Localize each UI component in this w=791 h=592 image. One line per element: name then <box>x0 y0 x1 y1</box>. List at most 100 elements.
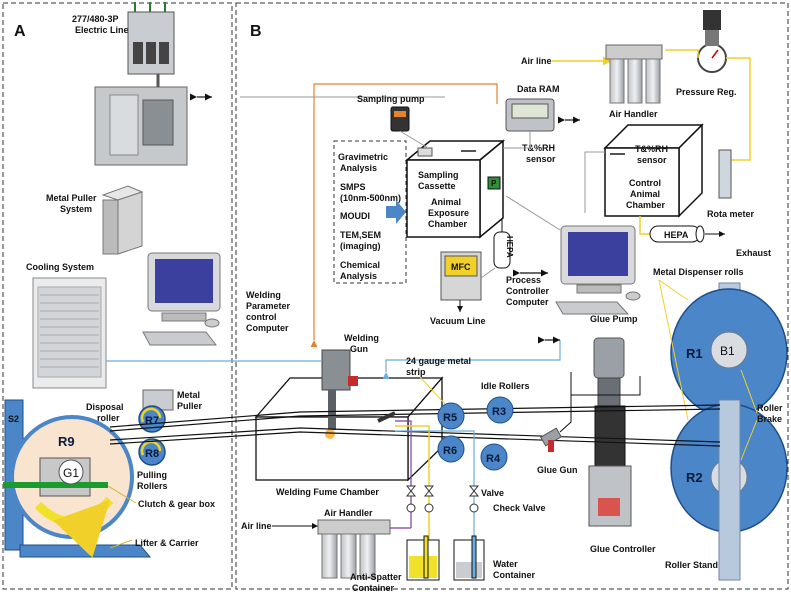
computer-a <box>142 252 221 346</box>
roller-r8: R8 <box>138 438 166 466</box>
valve-2 <box>423 485 435 497</box>
strip-pointer <box>419 376 446 405</box>
smps-label-2: (10nm-500nm) <box>340 193 401 203</box>
air-handler-top-label: Air Handler <box>609 109 658 119</box>
roller-r1-label: R1 <box>686 346 703 361</box>
disposal-roller-label-1: Disposal <box>86 402 124 412</box>
idle-rollers-label: Idle Rollers <box>481 381 530 391</box>
electric-breaker <box>127 2 175 75</box>
pump-line <box>399 130 429 149</box>
welding-param-label-4: Computer <box>246 323 289 333</box>
panel-b-letter: B <box>250 23 262 40</box>
metal-puller-system-label-1: Metal Puller <box>46 193 97 203</box>
metal-strip <box>109 404 721 447</box>
check-valve-2 <box>424 503 434 513</box>
electric-panel <box>94 74 188 166</box>
sampling-cassette <box>417 147 433 157</box>
check-valve-1 <box>406 503 416 513</box>
data-ram-label: Data RAM <box>517 84 560 94</box>
roller-r5-label: R5 <box>443 412 457 424</box>
data-ram-device <box>505 98 555 132</box>
check-valve-3 <box>469 503 479 513</box>
mfc-connector <box>480 267 496 279</box>
hepa-filter-exhaust <box>649 225 705 243</box>
welding-fume-chamber <box>254 376 444 482</box>
welding-gun <box>321 349 358 439</box>
brake-pointer-2 <box>740 419 758 461</box>
water-container-label-2: Container <box>493 570 536 580</box>
electric-line-label-1: 277/480-3P <box>72 14 119 24</box>
vacuum-line-label: Vacuum Line <box>430 316 486 326</box>
air-line-top-label: Air line <box>521 56 552 66</box>
air-line-yellow-down <box>726 57 751 161</box>
process-gray-line <box>505 195 561 231</box>
metal-strip-label-1: 24 gauge metal <box>406 356 471 366</box>
lifter-pointer <box>109 539 133 549</box>
chemical-label-1: Chemical <box>340 260 380 270</box>
glue-pump-device <box>588 337 632 527</box>
panel-a-border <box>2 2 233 590</box>
metal-puller-label-2: Puller <box>177 401 203 411</box>
roller-brake-label-1: Roller <box>757 403 783 413</box>
yellow-line-1 <box>395 425 430 540</box>
sampling-pump-label: Sampling pump <box>357 94 425 104</box>
spray-nozzle <box>377 411 396 423</box>
animal-exposure-label-1: Animal <box>431 197 461 207</box>
air-handler-bottom-label: Air Handler <box>324 508 373 518</box>
roller-r4-label: R4 <box>486 453 501 465</box>
mfc-device <box>440 251 482 301</box>
orange-line <box>310 83 498 348</box>
air-line-yellow-right <box>665 49 699 58</box>
process-ctrl-label-1: Process <box>506 275 541 285</box>
p-sensor <box>487 176 501 190</box>
disposal-roller-assembly: S2 R9 G1 <box>3 399 152 558</box>
hub-b1-label: B1 <box>720 344 735 358</box>
roller-r5: R5 <box>437 402 465 430</box>
rota-meter <box>718 149 732 199</box>
welding-param-label-3: control <box>246 312 277 322</box>
roller-r4: R4 <box>480 443 508 471</box>
smps-label-1: SMPS <box>340 182 366 192</box>
process-ctrl-label-3: Computer <box>506 297 549 307</box>
gray-line-control <box>584 151 605 213</box>
animal-exposure-label-2: Exposure <box>428 208 469 218</box>
pulling-rollers-label-1: Pulling <box>137 470 167 480</box>
pressure-regulator <box>697 10 727 73</box>
p-sensor-label: P <box>491 179 497 188</box>
gravimetric-label-1: Gravimetric <box>338 152 388 162</box>
control-animal-label-3: Chamber <box>626 200 666 210</box>
panel-b-border <box>235 2 789 590</box>
control-animal-label-1: Control <box>629 178 661 188</box>
sampling-cassette-label-2: Cassette <box>418 181 456 191</box>
roller-brake-label-2: Brake <box>757 414 782 424</box>
metal-puller-label-1: Metal <box>177 390 200 400</box>
valve-1 <box>405 485 417 497</box>
metal-strip-label-2: strip <box>406 367 426 377</box>
cooling-system-label: Cooling System <box>26 262 94 272</box>
trh-label-2: T&%RH <box>635 144 668 154</box>
pulling-rollers-label-2: Rollers <box>137 481 168 491</box>
roller-r8-label: R8 <box>145 448 159 460</box>
roller-r9-label: R9 <box>58 434 75 449</box>
roller-r6: R6 <box>437 435 465 463</box>
cooling-system-unit <box>32 277 107 389</box>
sampling-pump <box>390 106 410 132</box>
process-ctrl-label-2: Controller <box>506 286 549 296</box>
anti-spatter-container <box>406 535 440 581</box>
hepa-label-2: HEPA <box>505 236 514 258</box>
check-valve-label: Check Valve <box>493 503 546 513</box>
welding-fume-label: Welding Fume Chamber <box>276 487 379 497</box>
air-line-bottom-label: Air line <box>241 521 272 531</box>
gravimetric-label-2: Analysis <box>340 163 377 173</box>
roller-r1: R1 B1 <box>670 288 788 418</box>
metal-dispenser-label: Metal Dispenser rolls <box>653 267 744 277</box>
metal-puller-system-label-2: System <box>60 204 92 214</box>
roller-r7-label: R7 <box>145 415 159 427</box>
welding-param-label-2: Parameter <box>246 301 291 311</box>
water-container <box>453 535 485 581</box>
glue-feed-line <box>571 376 641 396</box>
mfc-label: MFC <box>451 262 471 272</box>
hepa-label-1: HEPA <box>664 230 689 240</box>
process-controller-computer <box>555 225 641 315</box>
